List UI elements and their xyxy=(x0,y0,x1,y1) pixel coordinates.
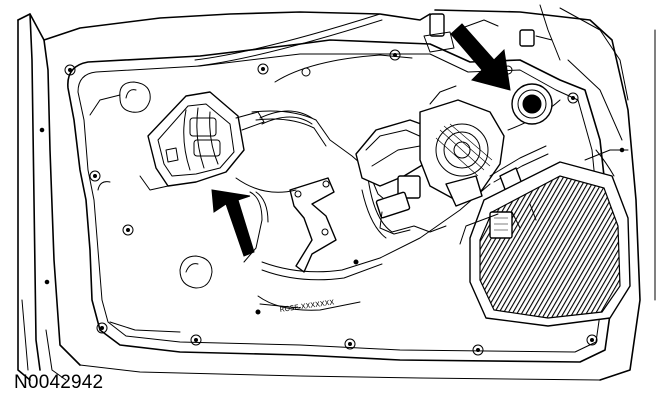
window-regulator-motor xyxy=(355,85,561,235)
door-check-area xyxy=(459,149,615,245)
wiring-connector xyxy=(139,91,313,191)
inner-panel-outline xyxy=(67,39,613,363)
outer-cable xyxy=(194,13,413,83)
panel-fastener-holes xyxy=(39,49,625,356)
door-latch-area xyxy=(423,13,553,53)
door-outer-shell xyxy=(17,4,656,381)
panel-recesses xyxy=(97,81,213,289)
callout-arrow-left xyxy=(211,189,255,257)
figure-id-label: N0042942 xyxy=(14,372,104,393)
harness-label: ROSE-XXXXXXX xyxy=(279,298,335,314)
speaker xyxy=(469,161,631,327)
callout-arrow-upper-right xyxy=(450,23,511,91)
mounting-bracket xyxy=(243,177,337,273)
door-lower-edge xyxy=(21,299,67,381)
grommet xyxy=(511,83,553,125)
